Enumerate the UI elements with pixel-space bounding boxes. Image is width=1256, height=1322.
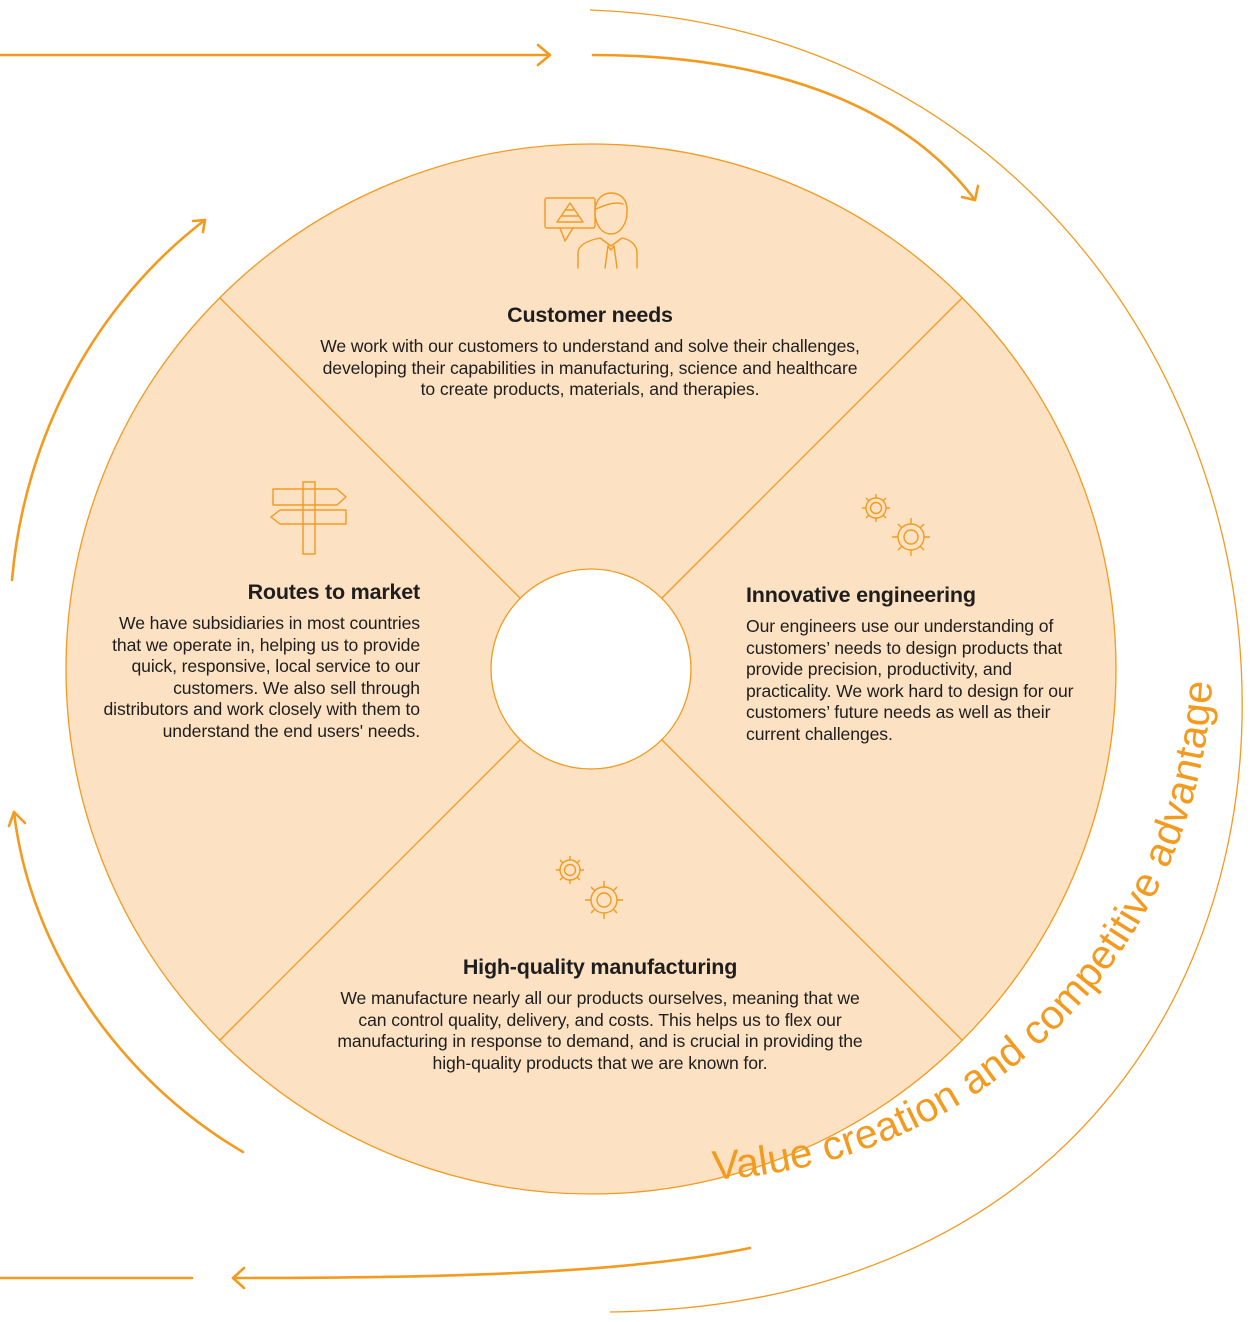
segment-innovative-engineering: Innovative engineering Our engineers use…: [746, 583, 1096, 746]
segment-body: We work with our customers to understand…: [320, 336, 860, 400]
center-hole: [490, 568, 692, 770]
flow-arrow-bottom: [0, 1246, 752, 1290]
outer-ring-line: [589, 9, 1243, 1313]
flow-arrow-left-lower: [7, 810, 245, 1154]
segment-title: Innovative engineering: [746, 583, 976, 607]
segment-routes-to-market: Routes to market We have subsidiaries in…: [100, 580, 420, 743]
segment-dividers: [219, 297, 963, 1041]
signpost-icon: [270, 481, 347, 555]
segment-body: We manufacture nearly all our products o…: [337, 988, 863, 1073]
segment-body: We have subsidiaries in most countries t…: [103, 613, 420, 741]
gears-icon-manufacturing: [556, 856, 623, 919]
customer-consultation-icon: [544, 192, 638, 269]
gears-icon-innovative: [862, 494, 930, 556]
flow-arrow-top-right: [591, 53, 980, 202]
segment-title: Routes to market: [247, 580, 421, 604]
segment-title: Customer needs: [507, 303, 673, 327]
segment-high-quality-manufacturing: High-quality manufacturing We manufactur…: [325, 955, 875, 1074]
segment-title: High-quality manufacturing: [462, 955, 738, 979]
flow-arrow-top: [0, 43, 552, 67]
segment-customer-needs: Customer needs We work with our customer…: [320, 303, 860, 401]
segment-body: Our engineers use our understanding of c…: [746, 616, 1074, 744]
flow-arrow-left-upper: [10, 218, 207, 582]
